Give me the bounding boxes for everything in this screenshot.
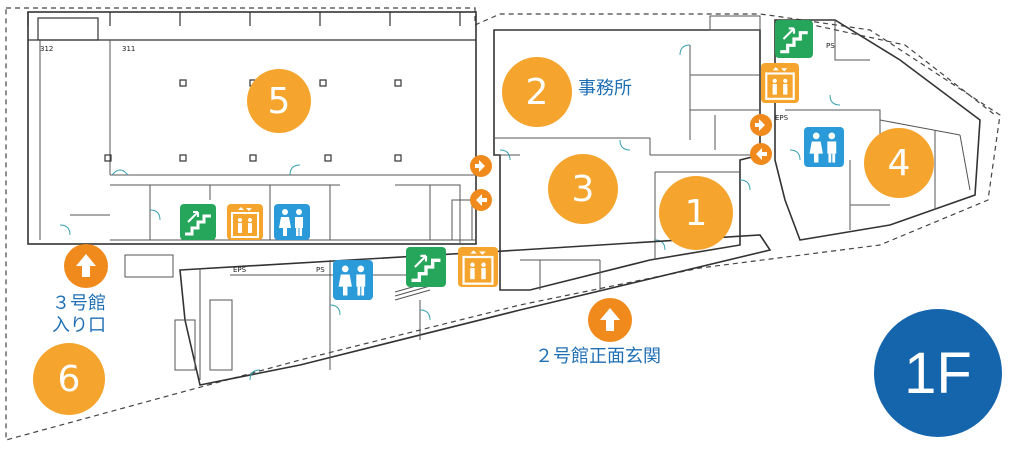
arrow-left-icon	[750, 143, 772, 165]
floor-badge: 1F	[874, 309, 1002, 437]
building-middle-outline	[493, 29, 761, 291]
ps-tag-right: PS	[826, 42, 835, 50]
site-boundary	[5, 7, 1001, 441]
entrance-building3-line2: 入り口	[52, 314, 106, 336]
elevator-icon	[458, 247, 498, 287]
bench	[124, 254, 174, 278]
room-name-office: 事務所	[578, 78, 632, 99]
entrance-building3-line1: ３号館	[52, 293, 106, 314]
building-lower-outline	[179, 234, 772, 386]
restroom-icon	[804, 127, 844, 167]
entrance-building2-main: ２号館正面玄関	[535, 346, 661, 367]
eps-tag-right: EPS	[775, 114, 789, 122]
room-marker-4[interactable]: 4	[864, 128, 934, 198]
elevator-icon	[227, 204, 263, 240]
arrow-left-icon	[470, 189, 492, 211]
building-right-outline	[774, 19, 981, 241]
arrow-right-icon	[470, 155, 492, 177]
stairs-icon	[406, 247, 446, 287]
room-marker-6[interactable]: 6	[33, 343, 105, 415]
building-left-outline	[27, 11, 477, 245]
restroom-icon	[333, 260, 373, 300]
ps-tag-lower: PS	[316, 266, 325, 274]
stairs-icon	[775, 20, 813, 58]
stairs-icon	[180, 204, 216, 240]
room-marker-3[interactable]: 3	[548, 154, 618, 224]
room-code-312: 312	[40, 45, 53, 53]
room-marker-5[interactable]: 5	[247, 69, 311, 133]
arrow-right-icon	[750, 114, 772, 136]
restroom-icon	[274, 204, 310, 240]
entrance-building3: ３号館 入り口	[52, 293, 106, 336]
room-marker-1[interactable]: 1	[659, 176, 733, 250]
room-marker-2[interactable]: 2	[502, 57, 572, 127]
arrow-up-icon	[64, 244, 108, 288]
arrow-up-icon	[588, 298, 632, 342]
room-code-311: 311	[122, 45, 135, 53]
elevator-icon	[761, 63, 799, 103]
eps-tag-lower: EPS	[233, 266, 247, 274]
